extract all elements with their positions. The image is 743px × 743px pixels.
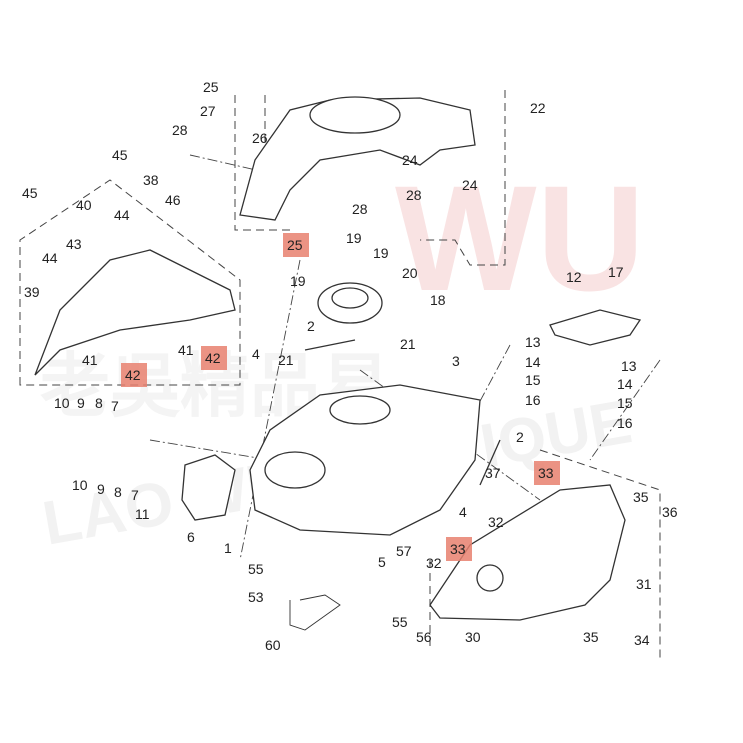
- callout-label: 5: [378, 554, 386, 570]
- callout-label: 39: [24, 284, 40, 300]
- callout-label-highlighted: 25: [287, 237, 303, 253]
- callout-label: 22: [530, 100, 546, 116]
- callout-label-highlighted: 33: [538, 465, 554, 481]
- mount-bracket: [549, 309, 642, 346]
- callout-label: 45: [112, 147, 128, 163]
- callout-label: 19: [290, 273, 306, 289]
- callout-label: 36: [662, 504, 678, 520]
- callout-label: 37: [485, 465, 501, 481]
- tank-filler-neck: [329, 395, 391, 425]
- callout-label: 10: [54, 395, 70, 411]
- callout-label: 24: [402, 152, 418, 168]
- callout-label: 32: [426, 555, 442, 571]
- group-outline-side-cover: [19, 179, 241, 386]
- callout-label: 2: [307, 318, 315, 334]
- callout-label: 44: [114, 207, 130, 223]
- callout-label: 18: [430, 292, 446, 308]
- callout-label: 17: [608, 264, 624, 280]
- callout-label: 25: [203, 79, 219, 95]
- callout-label: 12: [566, 269, 582, 285]
- callout-label: 7: [131, 487, 139, 503]
- callout-label: 13: [525, 334, 541, 350]
- callout-label: 53: [248, 589, 264, 605]
- callout-label: 34: [634, 632, 650, 648]
- callout-label: 11: [135, 506, 150, 522]
- callout-label: 6: [187, 529, 195, 545]
- tank-strip: [304, 339, 356, 351]
- callout-label: 20: [402, 265, 418, 281]
- callout-label: 9: [97, 481, 105, 497]
- callout-label: 19: [373, 245, 389, 261]
- emblem: [476, 564, 504, 592]
- watermark-brand: WU: [395, 154, 645, 322]
- callout-label: 4: [252, 346, 260, 362]
- callout-label: 21: [400, 336, 416, 352]
- callout-label: 3: [452, 353, 460, 369]
- highlight-box: [121, 363, 147, 387]
- callout-label: 60: [265, 637, 281, 653]
- callout-label: 35: [583, 629, 599, 645]
- callout-label: 1: [224, 540, 232, 556]
- callout-label: 41: [82, 352, 98, 368]
- callout-label: 15: [525, 372, 541, 388]
- callout-label: 28: [172, 122, 188, 138]
- highlight-box: [201, 346, 227, 370]
- callout-label: 26: [252, 130, 268, 146]
- callout-label: 32: [488, 514, 504, 530]
- callout-label: 14: [617, 376, 633, 392]
- highlight-box: [446, 537, 472, 561]
- callout-label-highlighted: 33: [450, 541, 466, 557]
- cover-cap-opening: [309, 96, 401, 134]
- callout-label: 27: [200, 103, 216, 119]
- group-outline-cover: [420, 90, 506, 266]
- highlight-boxes: [121, 233, 560, 561]
- callout-label: 14: [525, 354, 541, 370]
- callout-label: 55: [392, 614, 408, 630]
- tank-bracket: [181, 454, 236, 521]
- fuel-pump-plate: [264, 451, 326, 489]
- highlight-box: [283, 233, 309, 257]
- callout-label: 38: [143, 172, 159, 188]
- fuel-cap-lock: [331, 287, 369, 309]
- tank-strip-right: [479, 439, 501, 486]
- callout-label: 13: [621, 358, 637, 374]
- side-cover-right: [429, 484, 626, 621]
- fuel-tank: [249, 384, 481, 536]
- callout-label: 16: [617, 415, 633, 431]
- callout-label: 19: [346, 230, 362, 246]
- callout-label: 21: [278, 352, 294, 368]
- callout-label: 4: [459, 504, 467, 520]
- callout-label: 28: [406, 187, 422, 203]
- callout-label: 41: [178, 342, 194, 358]
- callout-label: 8: [114, 484, 122, 500]
- callout-label: 2: [516, 429, 524, 445]
- callout-label: 8: [95, 395, 103, 411]
- callout-label: 30: [465, 629, 481, 645]
- callout-label: 15: [617, 395, 633, 411]
- callout-label: 7: [111, 398, 119, 414]
- callout-label: 9: [77, 395, 85, 411]
- callout-label: 43: [66, 236, 82, 252]
- callout-label: 10: [72, 477, 88, 493]
- callout-label: 24: [462, 177, 478, 193]
- side-cover-left: [34, 249, 236, 376]
- callout-label: 31: [636, 576, 652, 592]
- callout-label: 57: [396, 543, 412, 559]
- highlight-box: [534, 461, 560, 485]
- callout-label: 28: [352, 201, 368, 217]
- callout-label: 56: [416, 629, 432, 645]
- callout-label-highlighted: 42: [205, 350, 221, 366]
- drain-hose: [289, 594, 341, 631]
- callout-label: 35: [633, 489, 649, 505]
- callout-label: 16: [525, 392, 541, 408]
- callout-label-highlighted: 42: [125, 367, 141, 383]
- callout-label: 45: [22, 185, 38, 201]
- tank-top-cover: [239, 97, 476, 221]
- callout-label: 55: [248, 561, 264, 577]
- callout-label: 40: [76, 197, 92, 213]
- callout-label: 44: [42, 250, 58, 266]
- callout-label: 46: [165, 192, 181, 208]
